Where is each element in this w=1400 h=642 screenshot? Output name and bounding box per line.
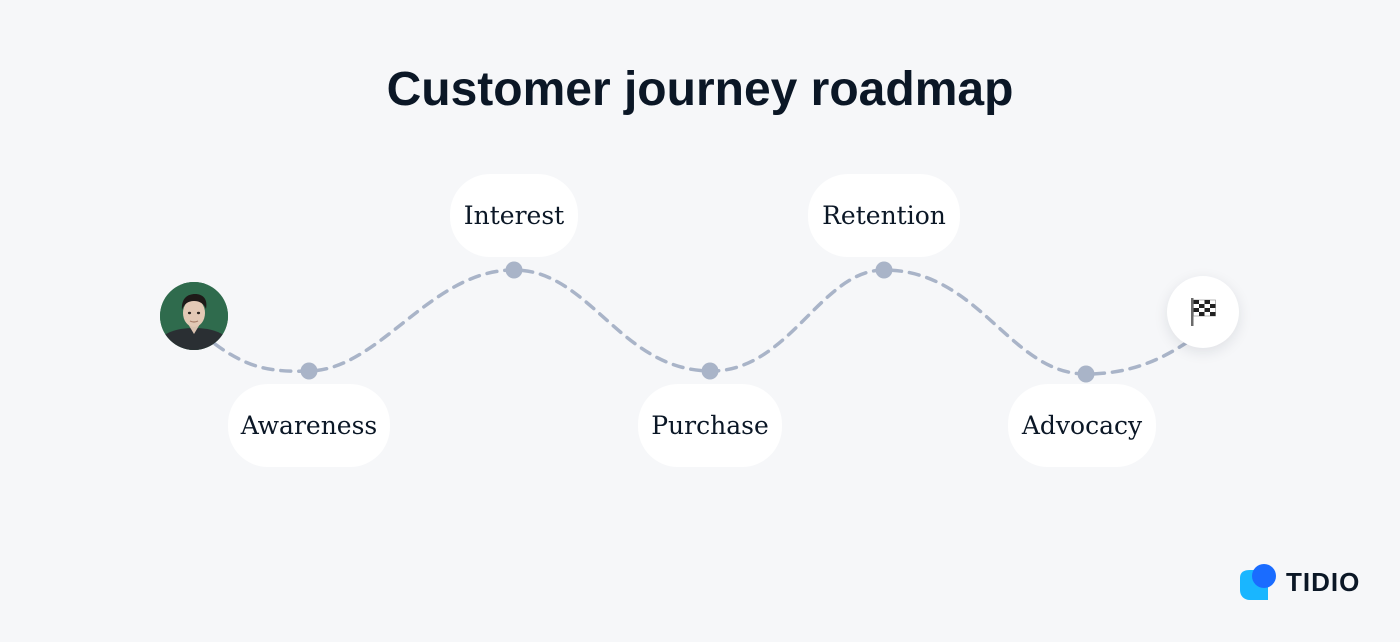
stage-dot-awareness [300,362,318,380]
stage-label: Awareness [240,411,378,440]
stage-advocacy: Advocacy [1008,384,1156,467]
stage-dot-retention [875,261,893,279]
stage-label: Interest [463,201,565,230]
person-avatar [160,282,228,350]
stage-label: Advocacy [1021,411,1143,440]
stage-dot-advocacy [1077,365,1095,383]
stage-label: Purchase [651,411,769,440]
stage-purchase: Purchase [638,384,782,467]
brand-logo: TIDIO [1238,562,1360,602]
tidio-logo-icon [1240,564,1276,600]
stage-dot-interest [505,261,523,279]
stage-awareness: Awareness [228,384,390,467]
checkered-flag-icon [1191,298,1216,326]
stage-label: Retention [822,201,946,230]
brand-name: TIDIO [1286,566,1361,597]
stage-retention: Retention [808,174,960,257]
dashed-road-line [213,268,1188,376]
stage-dot-purchase [701,362,719,380]
page-title: Customer journey roadmap [386,63,1014,116]
finish-marker [1167,276,1239,348]
stage-interest: Interest [450,174,578,257]
